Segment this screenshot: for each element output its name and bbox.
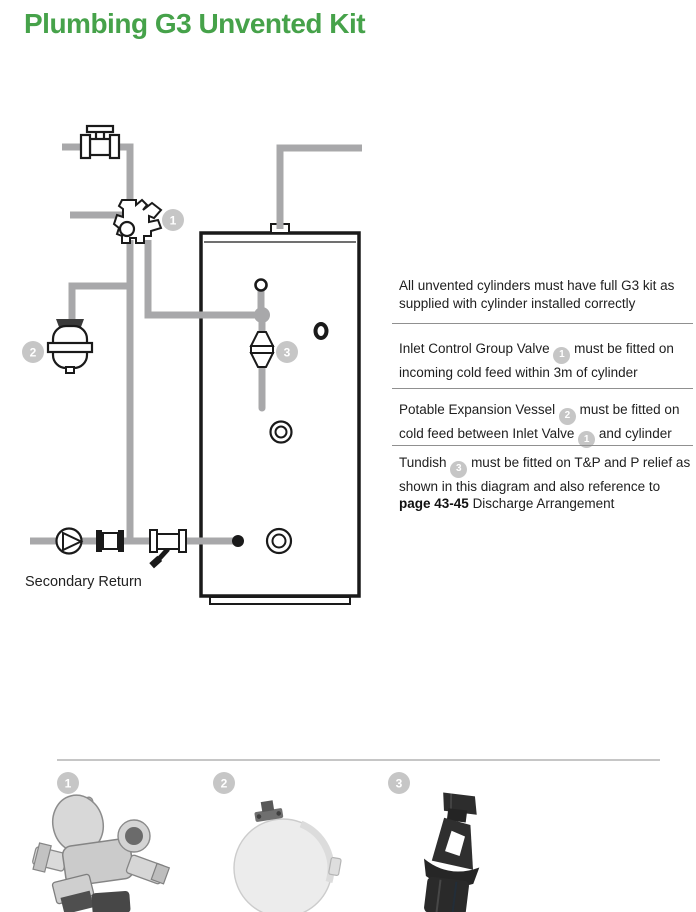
product-badge-3-number: 3 [396, 777, 403, 791]
note-divider-2 [392, 388, 693, 389]
hot-outlet-pipe [276, 144, 362, 229]
diagram-badge-1: 1 [162, 209, 184, 231]
page-title: Plumbing G3 Unvented Kit [24, 8, 366, 39]
product-photo-tundish [423, 792, 480, 912]
inline-number-badge: 3 [450, 460, 468, 478]
product-badge-2-number: 2 [221, 777, 228, 791]
note-inlet-valve: Inlet Control Group Valve 1 must be fitt… [399, 341, 674, 380]
note-divider-1 [392, 323, 693, 324]
drain-valve-symbol [149, 529, 187, 569]
diagram-badge-2-number: 2 [30, 346, 37, 360]
diagram-badge-3: 3 [276, 341, 298, 363]
note-g3-kit: All unvented cylinders must have full G3… [399, 278, 675, 311]
product-badge-2: 2 [213, 772, 235, 794]
diagram-badge-1-number: 1 [170, 214, 177, 228]
pump-union-symbol [96, 530, 124, 552]
inline-number-badge: 1 [553, 346, 571, 364]
product-photo-expansion-vessel [233, 800, 342, 912]
inspection-ring-upper [269, 420, 293, 444]
circulation-pump-symbol [55, 527, 84, 555]
tp-relief-valve-symbol [254, 278, 268, 292]
pipe-junction-dot [254, 307, 270, 323]
note-tundish: Tundish 3 must be fitted on T&P and P re… [399, 455, 691, 511]
inspection-ring-lower [265, 527, 293, 555]
tundish-symbol [249, 331, 275, 368]
note-divider-3 [392, 445, 693, 446]
inline-number-badge: 2 [558, 407, 576, 425]
product-photo-inlet-control-group [32, 794, 171, 912]
inlet-control-group-valve-symbol [112, 198, 163, 244]
expansion-vessel-symbol [46, 319, 94, 374]
note-expansion-vessel: Potable Expansion Vessel 2 must be fitte… [399, 401, 695, 448]
secondary-return-label: Secondary Return [25, 574, 142, 590]
cylinder-base [209, 596, 351, 605]
immersion-boss [313, 322, 329, 340]
product-badge-3: 3 [388, 772, 410, 794]
return-connection-dot [232, 535, 244, 547]
product-badge-1: 1 [57, 772, 79, 794]
diagram-badge-3-number: 3 [284, 346, 291, 360]
product-badge-1-number: 1 [65, 777, 72, 791]
stop-valve-symbol [79, 124, 121, 160]
expansion-vessel-branch-pipe [68, 282, 133, 320]
diagram-badge-2: 2 [22, 341, 44, 363]
relief-branch-pipe [144, 240, 258, 319]
inline-number-badge: 1 [578, 431, 596, 448]
